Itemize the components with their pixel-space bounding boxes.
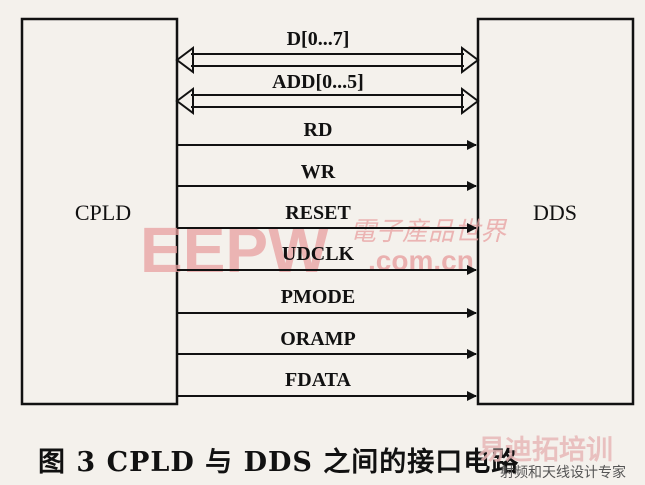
signal-wr: WR [177,161,477,191]
signal-udclk: UDCLK [177,243,477,275]
watermark-domain: .com.cn [368,245,474,276]
watermark-cn-name: 電子産品世界 [350,217,508,247]
signal-pmode: PMODE [177,286,477,318]
bus-add: ADD[0...5] [175,71,480,115]
figure-caption: 图 3 CPLD 与 DDS 之间的接口电路 [38,447,520,478]
dds-label: DDS [533,200,577,225]
watermark-bottom-title: 易迪拓培训 [478,435,613,466]
bus-d: D[0...7] [175,28,480,74]
signal-rd-label: RD [304,119,333,141]
signal-fdata: FDATA [177,369,477,401]
bus-add-right-arrow [461,87,480,115]
signal-reset-label: RESET [285,202,351,224]
bus-d-left-arrow [175,46,194,74]
signal-pmode-label: PMODE [281,286,355,308]
cpld-block [20,17,179,406]
dds-block [476,17,635,406]
signal-reset: RESET [177,202,477,233]
signal-rd: RD [177,119,477,150]
signal-oramp: ORAMP [177,328,477,359]
eepw-watermark: EEPW .com.cn 電子産品世界 [140,214,508,286]
bus-d-right-arrow [461,46,480,74]
cpld-label: CPLD [75,200,131,225]
bus-d-label: D[0...7] [287,28,350,50]
signal-wr-label: WR [301,161,336,183]
watermark-brand: EEPW [140,214,329,286]
signal-fdata-label: FDATA [285,369,351,391]
signal-oramp-label: ORAMP [280,328,356,350]
bus-add-left-arrow [175,87,194,115]
watermark-bottom-subtitle: 射频和天线设计专家 [500,465,626,481]
signal-udclk-label: UDCLK [282,243,355,265]
bus-add-label: ADD[0...5] [272,71,364,93]
